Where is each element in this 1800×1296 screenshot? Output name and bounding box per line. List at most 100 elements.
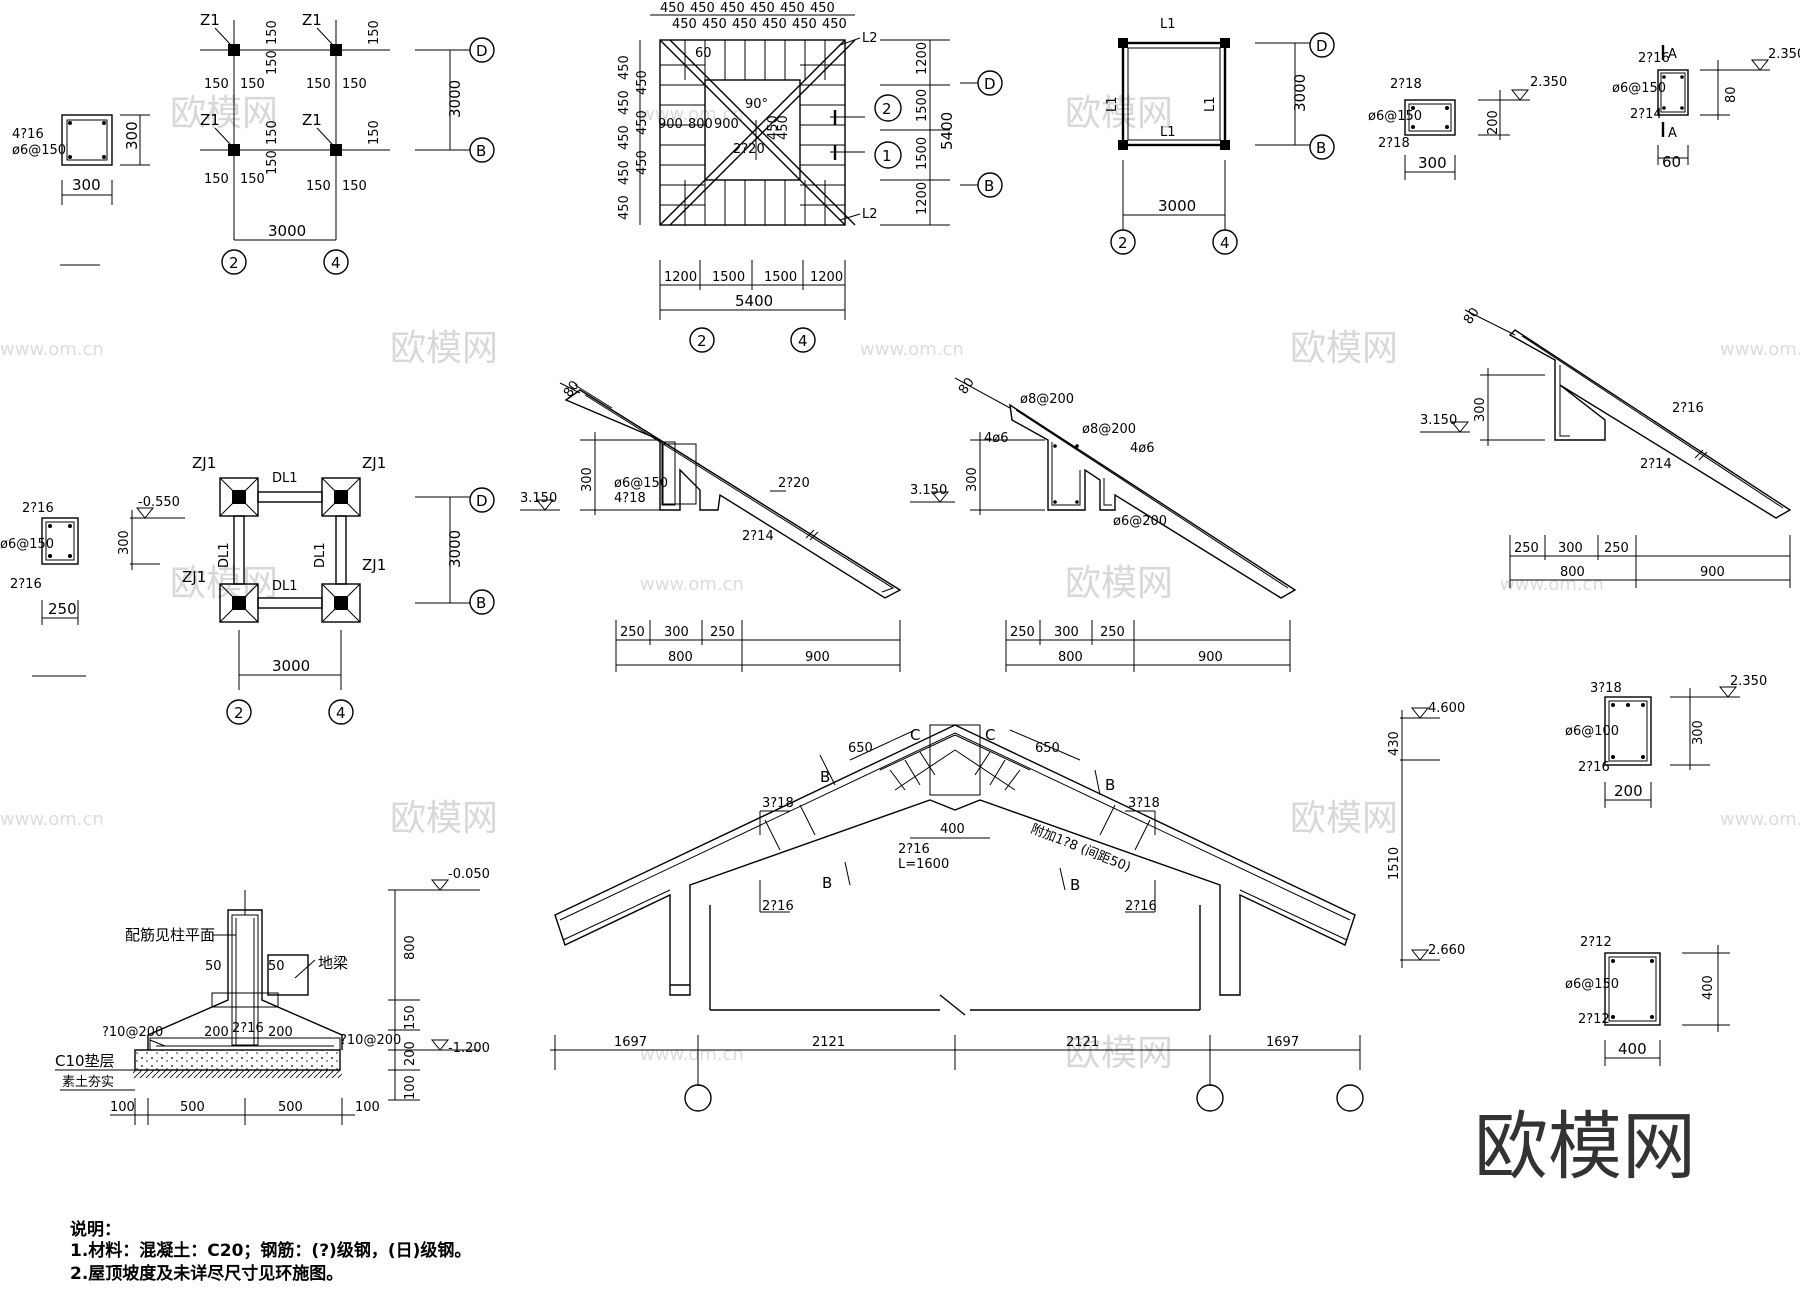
dim-label: 2121 <box>1066 1035 1099 1050</box>
rebar-label: 2?18 <box>1390 77 1422 92</box>
ridge-bracing <box>879 734 1031 791</box>
axis-tag: D <box>476 42 488 60</box>
level-label: -0.050 <box>448 867 490 882</box>
dim-label: 450 <box>617 195 632 220</box>
axis-tag: 2 <box>1118 234 1128 252</box>
rebar-label: 2?16 <box>898 842 930 857</box>
dim-label: 150 <box>265 150 280 175</box>
rebar-label: 2?16 <box>1578 760 1610 775</box>
rebar-label: 2?16 <box>1125 899 1157 914</box>
dim-label: 1200 <box>915 42 930 75</box>
dim-label: 500 <box>278 1100 303 1115</box>
dim-label: 650 <box>1035 741 1060 756</box>
beam-tag: L2 <box>862 31 878 46</box>
rebar-label: ø8@200 <box>1082 422 1136 437</box>
dim-label: 300 <box>1418 154 1447 172</box>
eave-detail-1: 80 300 3.150 ø6@150 4?18 2?20 2?14 250 3… <box>520 378 902 672</box>
dim-label: 1500 <box>764 270 797 285</box>
rebar-label: ø6@150 <box>614 476 668 491</box>
level-label: -1.200 <box>448 1041 490 1056</box>
eave-detail-3: 80 2?16 2?14 300 3.150 250 300 250 800 9… <box>1420 305 1792 588</box>
section-c: 3?18 ø6@100 2?16 200 300 2.350 <box>1565 674 1767 808</box>
watermark: www.om.cn <box>1720 809 1800 830</box>
axis-tag: 4 <box>331 254 341 272</box>
dim-label: 450 <box>690 1 715 16</box>
dim-label: 250 <box>710 625 735 640</box>
level-label: 3.150 <box>1420 413 1457 428</box>
rebar-label: 2?16 <box>232 1021 264 1036</box>
column-tag: Z1 <box>302 111 322 129</box>
rebar-label: 3?18 <box>1590 681 1622 696</box>
rebar-label: ?10@200 <box>102 1025 163 1040</box>
dim-label: 150 <box>265 120 280 145</box>
brand-logo: 欧模网 <box>1474 1104 1696 1190</box>
dim-label: 150 <box>265 20 280 45</box>
rebar-label: ø6@150 <box>0 537 54 552</box>
dim-label: 400 <box>1701 975 1716 1000</box>
dim-label: 250 <box>1010 625 1035 640</box>
axis-tag: 2 <box>229 254 239 272</box>
label: 地梁 <box>318 954 348 972</box>
dim-label: 450 <box>672 17 697 32</box>
beam-tag: L1 <box>1160 17 1176 32</box>
axis-tag: 4 <box>1220 234 1230 252</box>
dim-label: 300 <box>1558 541 1583 556</box>
dim-label: 1697 <box>1266 1035 1299 1050</box>
dim-label: 450 <box>617 160 632 185</box>
rebar-label: ø6@150 <box>1368 109 1422 124</box>
cut-tag: A <box>1668 126 1677 141</box>
dim-label: 900 <box>714 117 739 132</box>
dim-label: 450 <box>792 17 817 32</box>
dim-label: 150 <box>367 20 382 45</box>
dim-label: 150 <box>306 77 331 92</box>
dim-label: 200 <box>1486 110 1501 135</box>
roof-plan: 450 450 450 450 450 450 450 450 450 450 … <box>617 1 1003 353</box>
dim-label: 200 <box>204 1025 229 1040</box>
dim-label: 150 <box>204 77 229 92</box>
beam-tag: DL1 <box>272 579 298 594</box>
note-line: 1.材料：混凝土：C20；钢筋：(?)级钢，(日)级钢。 <box>70 1240 471 1261</box>
dim-label: 800 <box>688 117 713 132</box>
axis-tag: B <box>476 594 486 612</box>
rebar-label: 4ø6 <box>984 431 1009 446</box>
dim-label: 300 <box>117 530 132 555</box>
dim-label: 150 <box>342 77 367 92</box>
footing-tag: ZJ1 <box>192 454 216 472</box>
rebar-label: 2?16 <box>1638 51 1670 66</box>
roof-truss-elevation: B B B B C C 650 650 3?18 3?18 2?16 2?16 … <box>550 701 1465 1112</box>
dim-label: 900 <box>1198 650 1223 665</box>
rebar-label: 2?16 <box>1672 401 1704 416</box>
dim-label: 900 <box>658 117 683 132</box>
level-label: 3.150 <box>520 491 557 506</box>
column-plan: Z1 Z1 Z1 Z1 150 150 150 150 150 150 150 … <box>200 11 495 275</box>
level-label: 4.600 <box>1428 701 1465 716</box>
watermark: 欧模网 <box>390 328 498 369</box>
dim-label: 50 <box>268 959 285 974</box>
dim-label: 450 <box>776 115 791 140</box>
dim-label: 2121 <box>812 1035 845 1050</box>
notes-block: 说明： 1.材料：混凝土：C20；钢筋：(?)级钢，(日)级钢。 2.屋顶坡度及… <box>70 1219 471 1284</box>
dim-label: 1200 <box>664 270 697 285</box>
rebar-label: 2?18 <box>1378 136 1410 151</box>
dim-label: 800 <box>403 935 418 960</box>
rebar-label: 2?16 <box>762 899 794 914</box>
dim-label: 300 <box>1054 625 1079 640</box>
axis-tag: D <box>984 75 996 93</box>
note-line: 2.屋顶坡度及未详尽尺寸见环施图。 <box>70 1263 343 1284</box>
dim-label: 5400 <box>938 112 956 150</box>
dim-label: 1200 <box>915 182 930 215</box>
rebar-label: 4?16 <box>12 127 44 142</box>
column-section-z1: 300 300 4?16 ø6@150 <box>12 114 150 266</box>
dim-label: 250 <box>48 600 77 618</box>
dim-label: 450 <box>617 55 632 80</box>
dim-label: 900 <box>1700 565 1725 580</box>
rebar-label: 3?18 <box>762 796 794 811</box>
foundation-plan: ZJ1 ZJ1 ZJ1 ZJ1 DL1 DL1 DL1 DL1 3000 2 4… <box>0 454 495 725</box>
dim-label: 800 <box>1560 565 1585 580</box>
level-label: 2.660 <box>1428 943 1465 958</box>
rebar-label: L=1600 <box>898 857 949 872</box>
level-label: -0.550 <box>138 495 180 510</box>
dim-label: 300 <box>1691 720 1706 745</box>
rebar-label: 2?12 <box>1578 1012 1610 1027</box>
